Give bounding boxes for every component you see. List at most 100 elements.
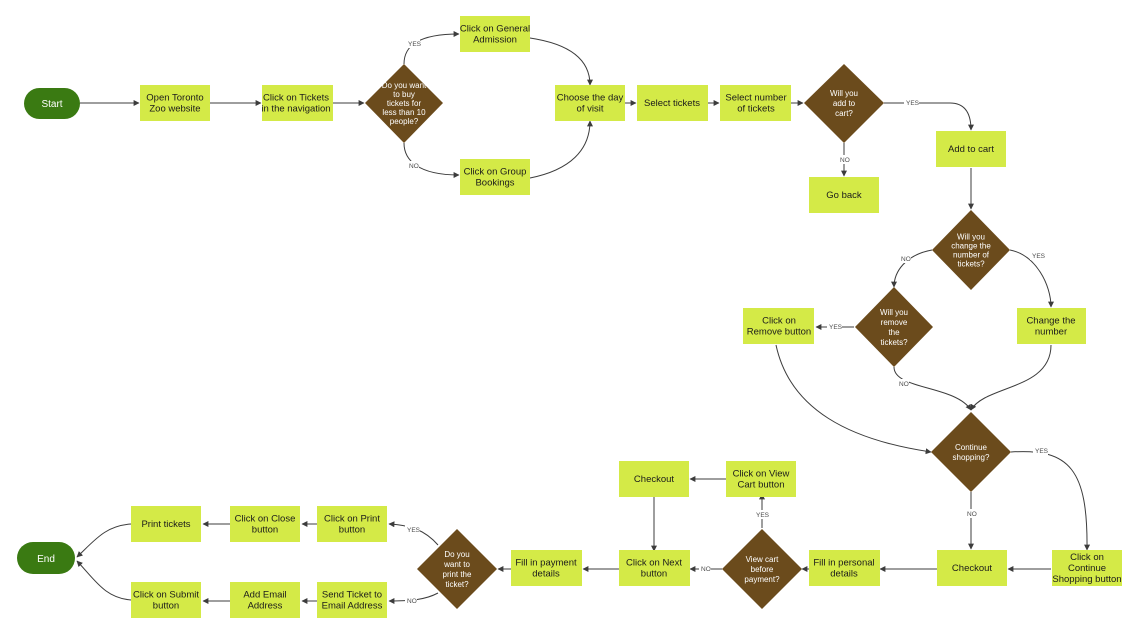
edge-qchange-qremove [891, 249, 933, 288]
decision-print-ticket-text-3: print the [443, 570, 472, 579]
node-go-back: Go back [809, 177, 879, 213]
decision-remove-tickets-text-4: tickets? [880, 338, 908, 347]
node-click-print-text-2: button [339, 525, 365, 536]
node-go-back-text-1: Go back [826, 190, 862, 201]
node-continue-shopping-text-3: Shopping button [1052, 574, 1121, 585]
label-yes-continue: YES [1035, 448, 1049, 455]
node-click-print-text-1: Click on Print [324, 514, 380, 525]
node-send-email-text-2: Email Address [322, 601, 383, 612]
node-print-tickets: Print tickets [131, 506, 201, 542]
label-yes-change: YES [1032, 253, 1046, 260]
node-fill-personal-text-2: details [830, 569, 858, 580]
node-fill-payment-text-2: details [532, 569, 560, 580]
edge-clickremove-qcontinue [775, 344, 932, 455]
node-fill-personal-text-1: Fill in personal [813, 558, 874, 569]
decision-view-cart-text-3: payment? [744, 575, 780, 584]
end-terminal: End [17, 542, 75, 574]
node-checkout-1-text-1: Checkout [952, 563, 992, 574]
node-checkout-2-text-1: Checkout [634, 474, 674, 485]
decision-add-to-cart-text-2: add to [833, 99, 856, 108]
decision-remove-tickets-text-3: the [888, 328, 900, 337]
edge-printtickets-end [76, 523, 132, 558]
decision-print-ticket-text-1: Do you [444, 550, 469, 559]
node-click-submit-text-1: Click on Submit [133, 590, 199, 601]
node-checkout-2: Checkout [619, 461, 689, 497]
node-change-number-text-2: number [1035, 327, 1067, 338]
decision-group-size-text-4: less than 10 [382, 108, 426, 117]
node-checkout-1: Checkout [937, 550, 1007, 586]
node-click-view-cart-text-2: Cart button [738, 480, 785, 491]
decision-change-number-text-4: tickets? [957, 260, 985, 269]
decision-group-size-text-2: to buy [393, 90, 415, 99]
label-yes-general: YES [408, 41, 422, 48]
edge-labels: YES NO YES NO NO YES YES NO YES NO YES N… [405, 39, 1049, 605]
decision-group-size-text-5: people? [390, 117, 419, 126]
edge-qadd-addcart [884, 102, 974, 131]
edge-general-choose [529, 37, 593, 86]
node-add-email-text-2: Address [248, 601, 283, 612]
start-terminal: Start [24, 88, 80, 119]
node-click-tickets-text-1: Click on Tickets [263, 93, 329, 104]
end-label: End [37, 554, 55, 565]
node-continue-shopping-text-2: Continue [1068, 563, 1106, 574]
label-yes-remove: YES [829, 324, 843, 331]
decision-group-size-text-1: Do you want [382, 81, 427, 90]
node-select-number-text-2: of tickets [737, 104, 775, 115]
decision-add-to-cart-text-1: Will you [830, 89, 858, 98]
node-select-tickets-text-1: Select tickets [644, 98, 700, 109]
node-click-close-text-2: button [252, 525, 278, 536]
node-general-admission-text-2: Admission [473, 35, 517, 46]
node-click-remove-text-2: Remove button [747, 327, 811, 338]
label-yes-print: YES [407, 527, 421, 534]
label-yes-addcart: YES [906, 100, 920, 107]
edges [76, 31, 1091, 604]
node-send-email-text-1: Send Ticket to [322, 590, 382, 601]
decision-change-number-text-1: Will you [957, 233, 985, 242]
label-no-continue: NO [967, 511, 977, 518]
decision-remove-tickets-text-1: Will you [880, 308, 908, 317]
decision-change-number-text-2: change the [951, 242, 991, 251]
node-select-tickets: Select tickets [637, 85, 708, 121]
decision-view-cart-text-2: before [751, 565, 774, 574]
decision-print-ticket-text-2: want to [443, 560, 470, 569]
node-group-bookings-text-2: Bookings [475, 178, 514, 189]
decision-continue-shopping-text-1: Continue [955, 443, 988, 452]
node-click-next-text-2: button [641, 569, 667, 580]
node-click-close-text-1: Click on Close [235, 514, 296, 525]
node-click-remove-text-1: Click on [762, 316, 796, 327]
decision-group-size-text-3: tickets for [387, 99, 422, 108]
node-choose-day-text-2: of visit [577, 104, 604, 115]
label-no-goback: NO [840, 157, 850, 164]
label-no-viewcart: NO [701, 566, 711, 573]
node-open-zoo-text-1: Open Toronto [146, 93, 203, 104]
edge-qgroup-group [403, 142, 460, 178]
label-yes-viewcart: YES [756, 512, 770, 519]
edge-submit-end [76, 560, 132, 601]
edge-group-choose [529, 120, 593, 179]
node-open-zoo-text-2: Zoo website [149, 104, 200, 115]
node-change-number-text-1: Change the [1026, 316, 1075, 327]
node-fill-payment-text-1: Fill in payment [515, 558, 577, 569]
decision-change-number-text-3: number of [953, 251, 990, 260]
decision-view-cart-text-1: View cart [746, 555, 780, 564]
